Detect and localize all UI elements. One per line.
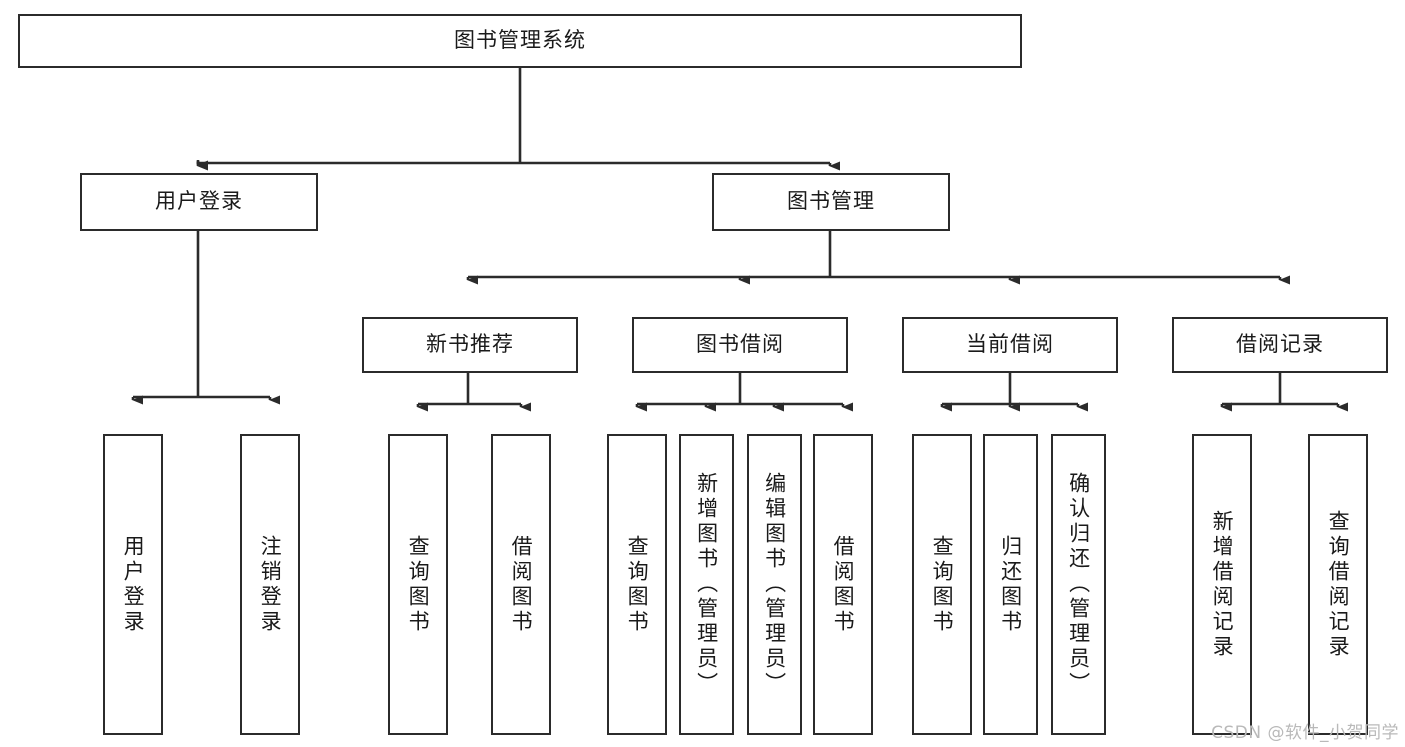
- node-label: 用户登录: [121, 534, 146, 635]
- node-label: 图书管理系统: [454, 28, 586, 53]
- node-leaf-add-book-admin[interactable]: 新增图书（管理员）: [679, 434, 734, 735]
- node-label: 新增图书（管理员）: [694, 472, 719, 697]
- node-new-book-recommend[interactable]: 新书推荐: [362, 317, 578, 373]
- node-leaf-edit-book-admin[interactable]: 编辑图书（管理员）: [747, 434, 802, 735]
- csdn-watermark: CSDN @软件_小贺同学: [1211, 723, 1399, 743]
- node-label: 新书推荐: [426, 332, 514, 357]
- node-label: 注销登录: [258, 534, 283, 635]
- node-label: 编辑图书（管理员）: [762, 472, 787, 697]
- node-label: 新增借阅记录: [1210, 509, 1235, 660]
- node-label: 借阅图书: [509, 534, 534, 635]
- node-leaf-return-book[interactable]: 归还图书: [983, 434, 1038, 735]
- node-label: 归还图书: [998, 534, 1023, 635]
- node-leaf-borrow-book[interactable]: 借阅图书: [813, 434, 873, 735]
- node-label: 查询借阅记录: [1326, 509, 1351, 660]
- node-borrow-record[interactable]: 借阅记录: [1172, 317, 1388, 373]
- node-label: 当前借阅: [966, 332, 1054, 357]
- node-root-book-management-system[interactable]: 图书管理系统: [18, 14, 1022, 68]
- node-user-login[interactable]: 用户登录: [80, 173, 318, 231]
- node-current-borrow[interactable]: 当前借阅: [902, 317, 1118, 373]
- node-leaf-query-book-recommend[interactable]: 查询图书: [388, 434, 448, 735]
- node-book-manage[interactable]: 图书管理: [712, 173, 950, 231]
- node-label: 用户登录: [155, 189, 243, 214]
- node-leaf-borrow-book-recommend[interactable]: 借阅图书: [491, 434, 551, 735]
- node-label: 图书借阅: [696, 332, 784, 357]
- node-label: 图书管理: [787, 189, 875, 214]
- node-leaf-query-book-borrow[interactable]: 查询图书: [607, 434, 667, 735]
- node-label: 查询图书: [625, 534, 650, 635]
- node-label: 借阅记录: [1236, 332, 1324, 357]
- node-book-borrow[interactable]: 图书借阅: [632, 317, 848, 373]
- node-label: 确认归还（管理员）: [1066, 472, 1091, 697]
- node-leaf-add-borrow-record[interactable]: 新增借阅记录: [1192, 434, 1252, 735]
- node-leaf-user-login[interactable]: 用户登录: [103, 434, 163, 735]
- node-leaf-query-borrow-record[interactable]: 查询借阅记录: [1308, 434, 1368, 735]
- node-leaf-query-book-current[interactable]: 查询图书: [912, 434, 972, 735]
- node-label: 查询图书: [406, 534, 431, 635]
- node-leaf-user-logout[interactable]: 注销登录: [240, 434, 300, 735]
- node-label: 借阅图书: [831, 534, 856, 635]
- node-leaf-confirm-return-admin[interactable]: 确认归还（管理员）: [1051, 434, 1106, 735]
- node-label: 查询图书: [930, 534, 955, 635]
